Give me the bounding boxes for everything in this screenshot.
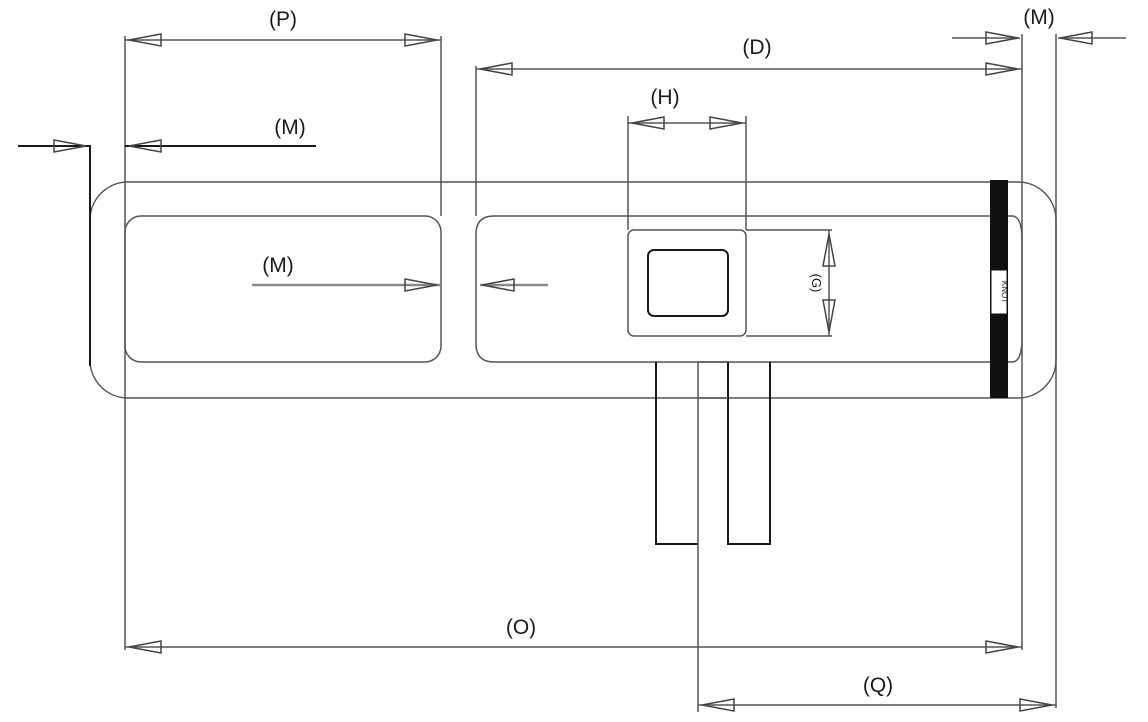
dimension-q: (Q) — [697, 398, 1056, 712]
label-m-top-right: (M) — [1023, 6, 1054, 29]
dimension-d: (D) — [475, 36, 1022, 216]
left-lead-line — [18, 139, 91, 366]
edge-marking: KNOT — [1000, 281, 1009, 303]
dimension-m-top-right: (M) — [952, 6, 1126, 708]
dimension-p: (P) — [124, 8, 442, 650]
label-g: (G) — [809, 274, 824, 293]
label-p: (P) — [269, 8, 297, 31]
dimension-h: (H) — [627, 86, 747, 230]
label-h: (H) — [650, 86, 679, 109]
dimension-m-upper-left: (M) — [125, 116, 316, 153]
display-window — [627, 229, 832, 337]
main-body-outline — [89, 181, 1057, 399]
label-m-upper-left: (M) — [274, 116, 305, 139]
dimension-m-middle: (M) — [252, 254, 548, 292]
tab-tail — [655, 361, 771, 545]
dimension-g: (G) — [809, 230, 836, 336]
label-d: (D) — [742, 36, 771, 59]
label-m-middle: (M) — [262, 254, 293, 277]
edge-strip: KNOT — [990, 180, 1009, 398]
label-q: (Q) — [863, 674, 893, 697]
label-o: (O) — [506, 616, 536, 639]
dimension-o: (O) — [125, 616, 1022, 654]
